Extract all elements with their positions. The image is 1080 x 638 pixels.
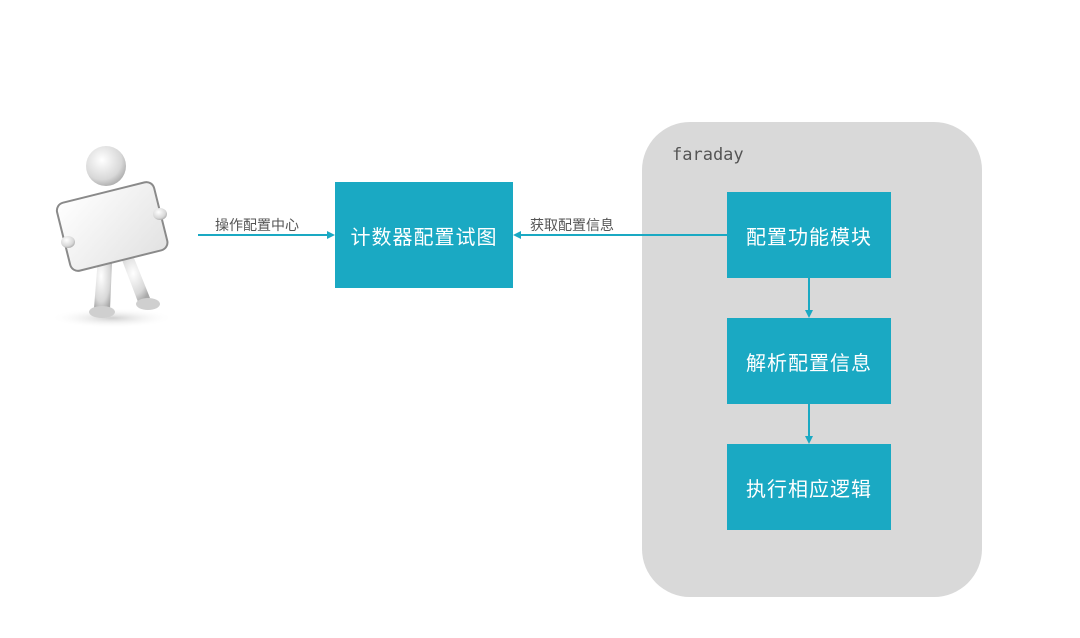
arrowhead-step1-to-step2 — [805, 310, 813, 318]
arrowhead-step2-to-step3 — [805, 436, 813, 444]
arrowhead-step1-to-main — [513, 231, 521, 239]
arrowhead-user-to-main — [327, 231, 335, 239]
